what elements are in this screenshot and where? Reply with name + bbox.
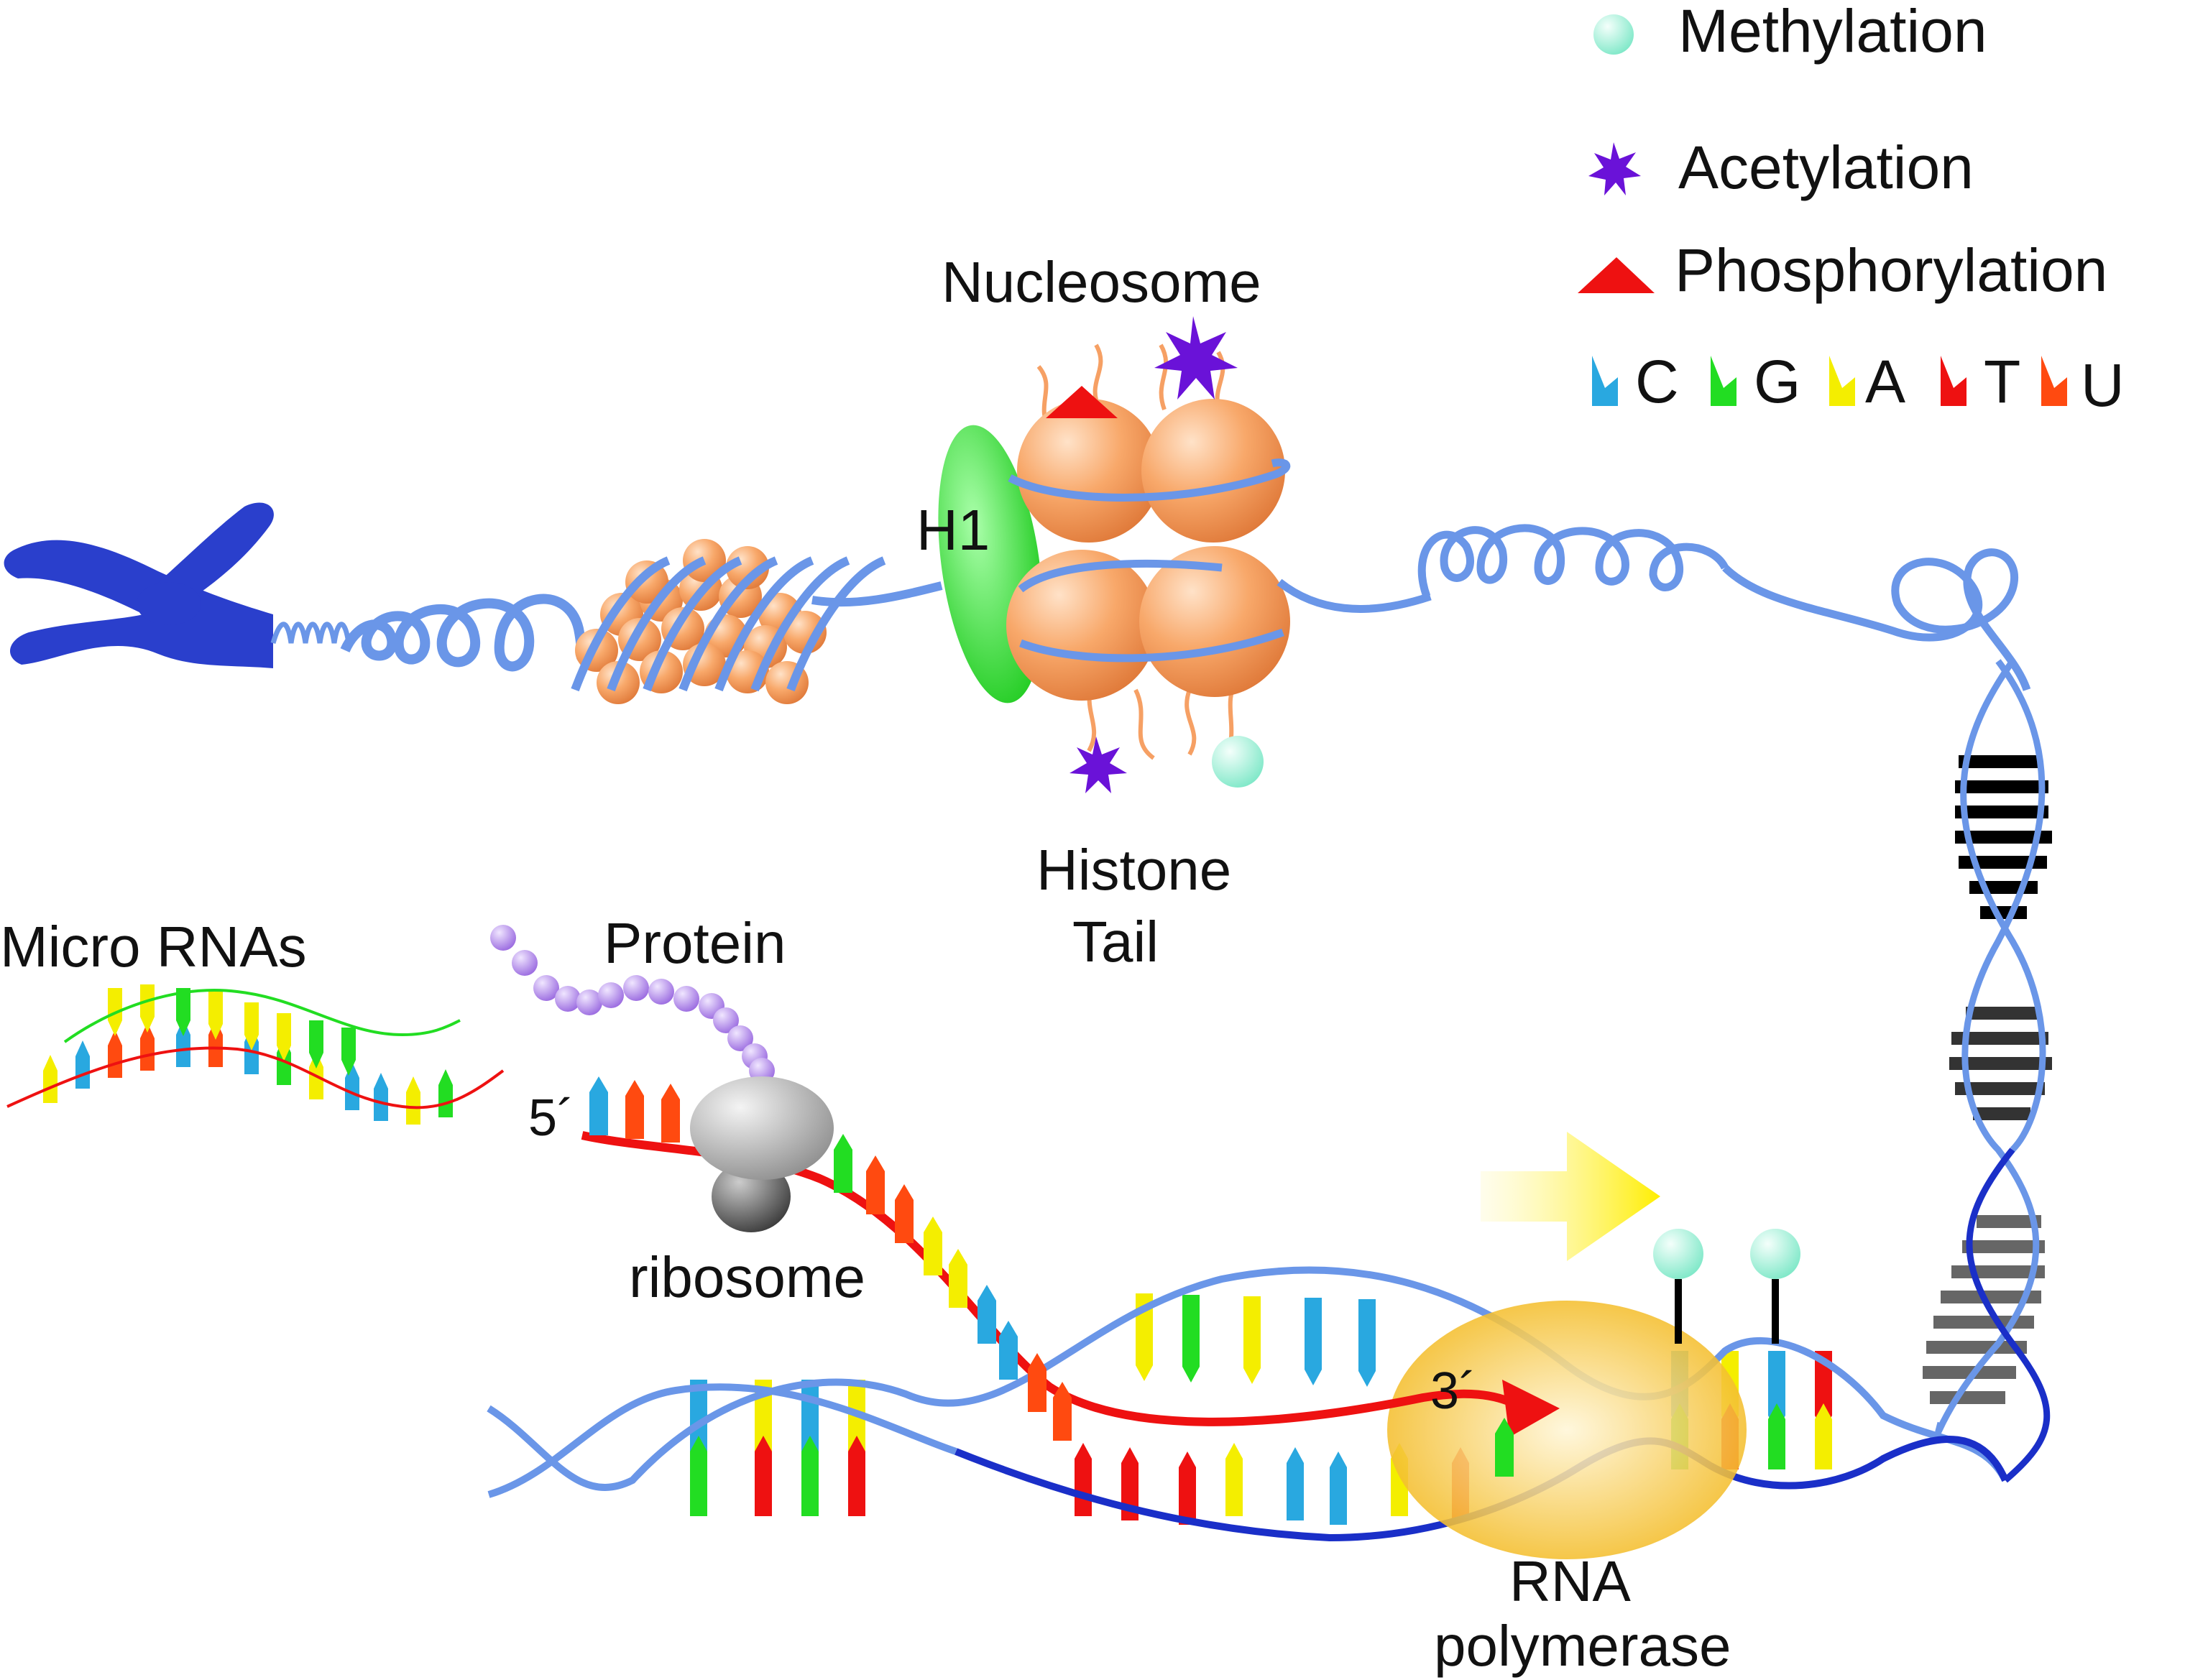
- ribosome-large-subunit: [690, 1076, 834, 1180]
- nucleosome-label: Nucleosome: [942, 250, 1261, 314]
- phosphorylation-mark: [1046, 386, 1118, 418]
- base-C-icon: [1592, 356, 1618, 406]
- micro-rnas: [6, 984, 505, 1125]
- dna-coil-right: [1276, 524, 2031, 691]
- micro-rnas-label: Micro RNAs: [0, 915, 307, 979]
- histone-tail-label-line2: Tail: [1072, 910, 1159, 974]
- acetylation-icon: [1588, 142, 1641, 195]
- three-prime-label: 3´: [1430, 1362, 1476, 1420]
- dna-methyl-icon-1: [1653, 1229, 1703, 1279]
- acetylation-mark-bottom: [1070, 737, 1127, 793]
- base-A-icon: [1829, 356, 1855, 406]
- dna-horizontal: [487, 1076, 2009, 1559]
- five-prime-label: 5´: [528, 1089, 574, 1147]
- legend-phosphorylation-label: Phosphorylation: [1675, 236, 2107, 304]
- base-U-icon: [2041, 356, 2067, 406]
- ribosome-label: ribosome: [629, 1245, 865, 1309]
- histone-core-3: [1006, 550, 1157, 701]
- protein-label: Protein: [604, 911, 786, 975]
- transcription-direction-arrow: [1481, 1132, 1660, 1261]
- legend-methylation-label: Methylation: [1678, 0, 1987, 65]
- histone-core-2: [1141, 399, 1285, 543]
- rna-polymerase-label-line2: polymerase: [1434, 1614, 1731, 1678]
- legend: Methylation Acetylation Phosphorylation …: [1578, 0, 2125, 419]
- h1-label: H1: [916, 498, 990, 562]
- base-T-icon: [1941, 356, 1966, 406]
- methylation-icon: [1593, 14, 1634, 55]
- legend-acetylation-label: Acetylation: [1678, 134, 1974, 201]
- chromatin-spring: [270, 622, 351, 644]
- acetylation-mark-top: [1154, 316, 1238, 400]
- chromatin-fiber: [571, 539, 886, 704]
- chromosome: [4, 502, 274, 668]
- legend-base-G-label: G: [1754, 348, 1800, 415]
- chromatin-loops-left: [340, 594, 594, 672]
- base-G-icon: [1711, 356, 1736, 406]
- histone-tail-label-line1: Histone: [1036, 838, 1231, 902]
- linker-dna: [811, 581, 943, 607]
- legend-base-A-label: A: [1865, 348, 1905, 415]
- rna-polymerase: [1387, 1301, 1747, 1559]
- dna-methyl-icon-2: [1750, 1229, 1800, 1279]
- legend-base-C-label: C: [1635, 348, 1679, 415]
- nucleosome-dna-wrap: [1008, 458, 1291, 663]
- dna-helix-vertical: [1923, 659, 2052, 1483]
- ribosome: [690, 1076, 834, 1232]
- rna-polymerase-label-line1: RNA: [1509, 1549, 1632, 1613]
- protein-chain: [490, 925, 775, 1084]
- dna-methylation-marks: [1653, 1229, 1800, 1344]
- legend-base-U-label: U: [2081, 351, 2125, 419]
- methylation-mark: [1212, 736, 1264, 788]
- histone-core-1: [1017, 399, 1161, 543]
- nucleosome: [938, 316, 1291, 793]
- legend-base-T-label: T: [1984, 348, 2020, 415]
- mrna-3prime-arrow: [1502, 1380, 1560, 1437]
- phosphorylation-icon: [1578, 257, 1655, 293]
